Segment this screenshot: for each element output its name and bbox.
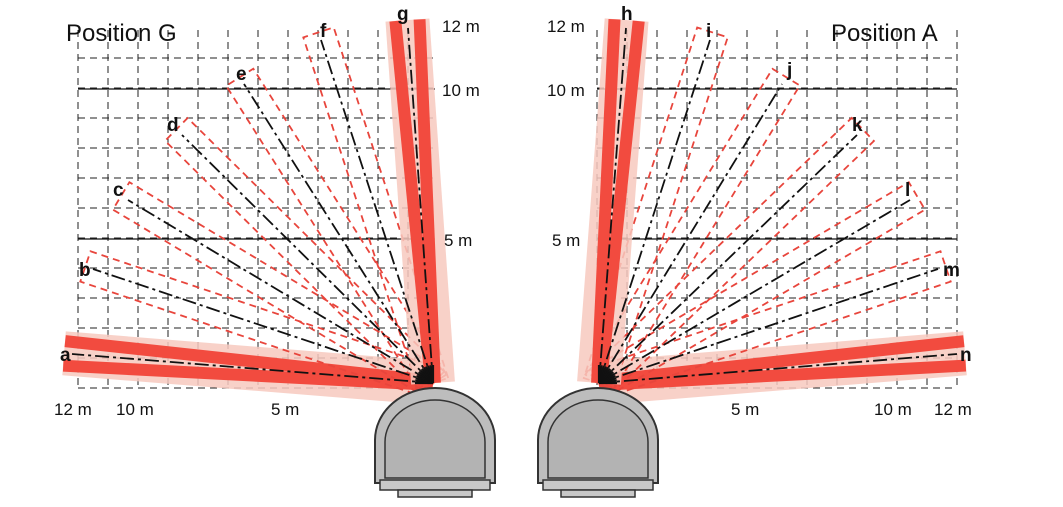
right-scale-12m: 12 m (547, 17, 585, 36)
ray-label-a: a (60, 345, 71, 366)
ray-label-g: g (397, 4, 409, 25)
right-sensor-fan (597, 365, 617, 385)
ray-label-k: k (852, 115, 863, 136)
left-scale-12m: 12 m (442, 17, 480, 36)
ray-label-f: f (320, 21, 327, 42)
ray-label-j: j (786, 60, 792, 81)
ray-line-n (598, 353, 958, 384)
left-sensor-fan (415, 365, 435, 385)
left-scale-5m: 5 m (444, 231, 472, 250)
right-bottom-12m: 12 m (934, 400, 972, 419)
ray-line-i (598, 39, 711, 384)
ray-line-h (598, 27, 627, 384)
left-panel-title: Position G (66, 20, 177, 47)
left-sensor-housing (374, 387, 496, 498)
ray-label-c: c (113, 180, 124, 201)
zone-outline-d (163, 116, 446, 396)
zone-outline-b (79, 250, 440, 400)
ray-label-n: n (960, 345, 972, 366)
beam-bar-n-0 (598, 335, 965, 387)
beam-bar-a-1 (64, 335, 434, 387)
ray-line-j (598, 83, 783, 384)
beam-bar-g-1 (413, 19, 441, 384)
beam-bar-g-0 (389, 20, 437, 384)
zone-outline-f (302, 26, 450, 390)
zone-outline-i (582, 26, 729, 390)
ray-line-f (320, 39, 434, 384)
ray-line-l (598, 199, 911, 384)
ray-label-l: l (905, 180, 910, 201)
ray-line-d (181, 134, 434, 384)
right-sensor-housing (537, 387, 659, 498)
right-scale-5m: 5 m (552, 231, 580, 250)
ray-line-g (407, 27, 434, 384)
beam-bar-n-1 (598, 359, 967, 391)
beam-bar-h-0 (591, 19, 621, 384)
right-scale-10m: 10 m (547, 81, 585, 100)
ray-label-h: h (621, 4, 633, 25)
ray-line-k (598, 134, 858, 384)
right-panel: Position A 12 m 10 m 5 m 5 m 10 m 12 m h… (547, 4, 972, 419)
ray-line-m (598, 268, 939, 384)
left-bottom-12m: 12 m (54, 400, 92, 419)
ray-label-b: b (79, 260, 91, 281)
ray-line-e (243, 83, 434, 384)
ray-label-m: m (943, 260, 960, 281)
right-panel-title: Position A (831, 20, 938, 47)
left-grid (77, 30, 435, 389)
beam-bar-h-1 (595, 20, 645, 384)
right-zones (577, 18, 967, 405)
ray-line-b (92, 268, 434, 384)
right-rays (598, 27, 958, 384)
right-bottom-10m: 10 m (874, 400, 912, 419)
left-rays (71, 27, 434, 384)
ray-label-d: d (167, 115, 179, 136)
ray-label-e: e (236, 64, 247, 85)
ray-label-i: i (706, 21, 711, 42)
left-scale-10m: 10 m (442, 81, 480, 100)
left-bottom-10m: 10 m (116, 400, 154, 419)
left-panel: Position G 12 m 10 m 5 m 12 m 10 m 5 m a… (54, 4, 480, 419)
zone-outline-e (224, 67, 448, 393)
beam-bar-a-0 (62, 359, 434, 391)
ray-line-c (127, 199, 434, 384)
right-bottom-5m: 5 m (731, 400, 759, 419)
ray-line-a (71, 353, 434, 384)
left-bottom-5m: 5 m (271, 400, 299, 419)
